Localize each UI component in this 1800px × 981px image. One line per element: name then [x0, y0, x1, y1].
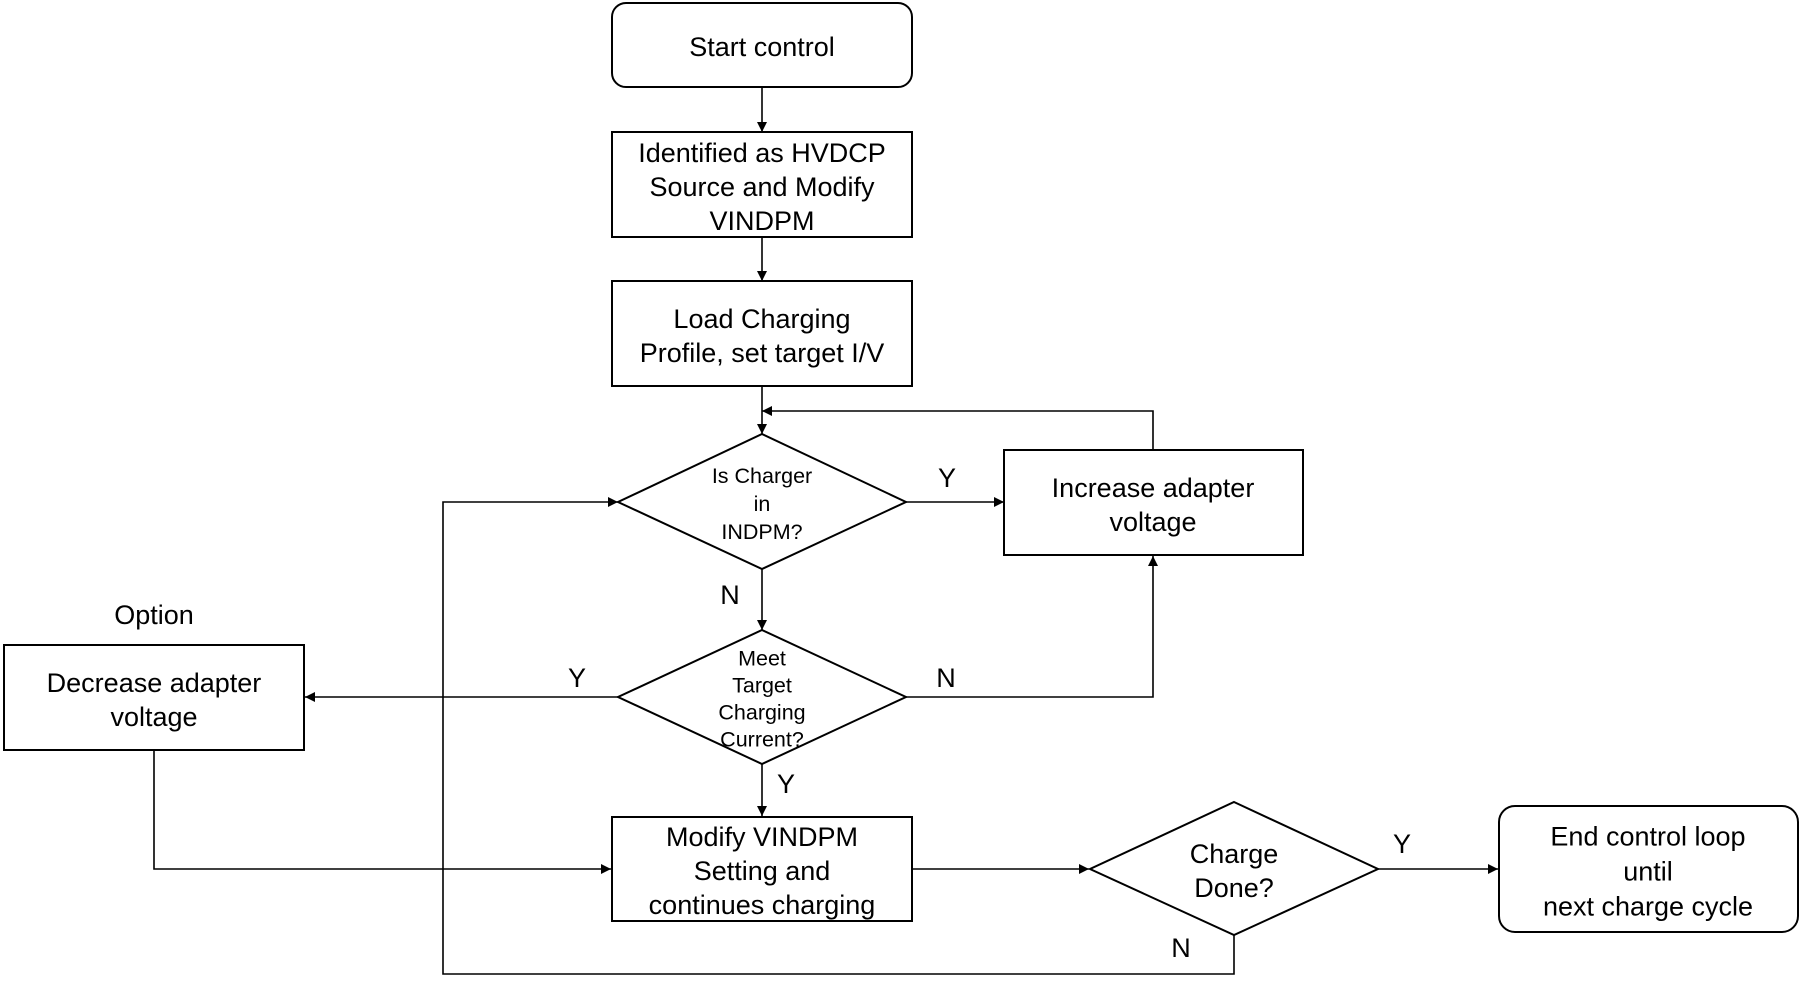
- node-text-line: INDPM?: [721, 520, 802, 544]
- node-text-line: Meet: [738, 646, 786, 670]
- edge-done-no-loop-to-indpm: [442, 497, 1235, 975]
- node-text-line: Decrease adapter: [47, 668, 262, 698]
- edge-increase-back-to-indpm: [762, 406, 1154, 449]
- modify-vindpm-node-text: Modify VINDPM Setting and continues chargi…: [649, 822, 876, 920]
- node-text-line: voltage: [1109, 507, 1196, 537]
- node-text-line: Charge: [1190, 839, 1279, 869]
- decrease-voltage-node-text: Decrease adapter voltage: [47, 668, 262, 732]
- meet-yes-down-label: Y: [777, 769, 795, 799]
- node-text-line: voltage: [110, 702, 197, 732]
- end-control-node: End control loop until next charge cycle: [1498, 805, 1799, 933]
- done-yes-label: Y: [1393, 829, 1411, 859]
- indpm-no-label: N: [720, 580, 740, 610]
- option-label: Option: [114, 600, 194, 630]
- increase-voltage-node: Increase adapter voltage: [1003, 449, 1304, 556]
- node-text-line: End control loop: [1550, 822, 1745, 852]
- node-text-line: Increase adapter: [1052, 473, 1255, 503]
- start-node-text: Start control: [689, 32, 835, 62]
- node-text-line: Charging: [718, 700, 805, 724]
- node-text-line: Is Charger: [712, 464, 812, 488]
- indpm-yes-label: Y: [938, 463, 956, 493]
- node-text-line: continues charging: [649, 890, 876, 920]
- modify-vindpm-node: Modify VINDPM Setting and continues chargi…: [611, 816, 913, 922]
- node-text-line: Modify VINDPM: [666, 822, 858, 852]
- node-text-line: Option: [114, 600, 194, 630]
- meet-yes-left-label: Y: [568, 663, 586, 693]
- edge-meet-no-to-increase: [906, 556, 1158, 698]
- done-no-label: N: [1171, 933, 1191, 963]
- edge-decrease-to-modify: [153, 750, 611, 874]
- node-text-line: in: [754, 492, 771, 516]
- increase-voltage-node-text: Increase adapter voltage: [1052, 473, 1255, 537]
- end-control-node-text: End control loop until next charge cycle: [1543, 822, 1753, 922]
- node-text-line: Identified as HVDCP: [638, 138, 886, 168]
- start-node: Start control: [611, 2, 913, 88]
- node-text-line: VINDPM: [709, 206, 814, 236]
- node-text-line: next charge cycle: [1543, 892, 1753, 922]
- meet-no-right-label: N: [936, 663, 956, 693]
- node-text-line: Load Charging: [673, 304, 850, 334]
- node-text-line: Target: [732, 673, 792, 697]
- node-text-line: Current?: [720, 727, 804, 751]
- decrease-voltage-node: Decrease adapter voltage: [3, 644, 305, 751]
- node-text-line: Source and Modify: [649, 172, 875, 202]
- node-text-line: Profile, set target I/V: [640, 338, 885, 368]
- node-text-line: Done?: [1194, 873, 1274, 903]
- node-text-line: until: [1623, 857, 1673, 887]
- node-text-line: Start control: [689, 32, 835, 62]
- flowchart-connectors: [153, 87, 1498, 975]
- node-text-line: Setting and: [694, 856, 831, 886]
